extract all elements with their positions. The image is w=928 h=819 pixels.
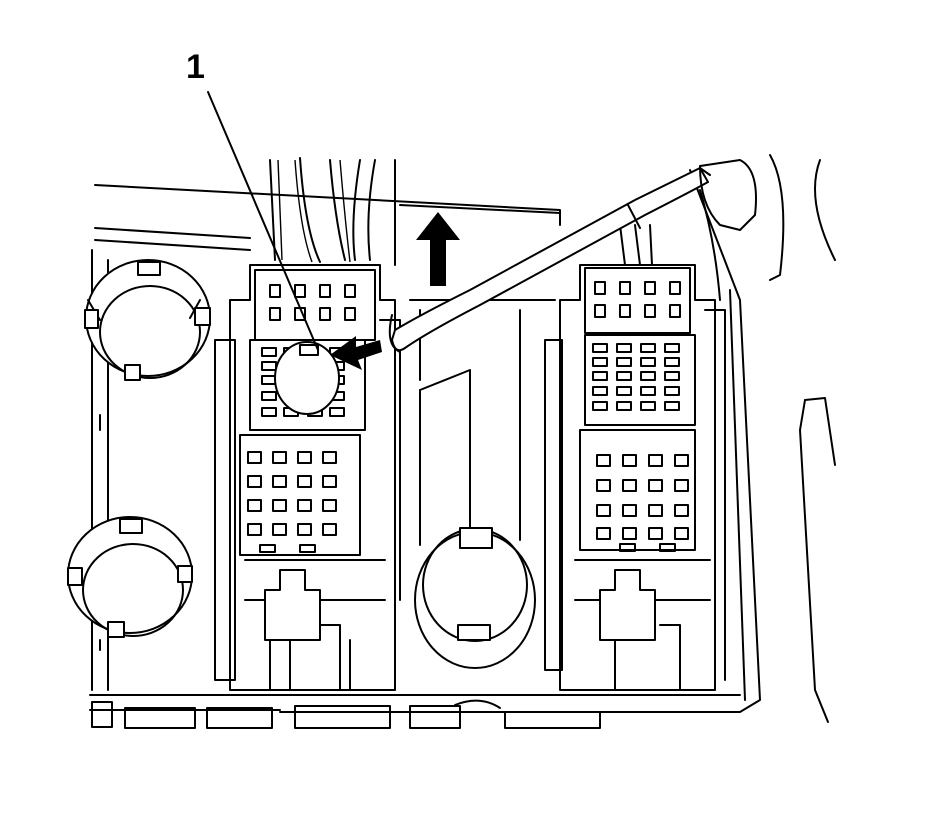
fuse-slot: [504, 711, 601, 729]
fuse-block-housing: [89, 154, 836, 729]
relay-socket-lower: [67, 516, 193, 638]
connector-left-lower-cavities: [239, 434, 361, 556]
fuse-slot: [91, 701, 113, 728]
fuse-slot: [294, 705, 391, 729]
release-tool-icon: [388, 159, 757, 353]
connector-right-lower-cavities: [579, 429, 696, 552]
callout-label-1: 1: [186, 48, 205, 86]
connector-right-top-cavities: [584, 267, 691, 334]
relay-socket-upper: [84, 259, 211, 381]
fuse-slot: [409, 705, 461, 729]
fuse-slot: [124, 707, 196, 729]
connector-left: [214, 157, 401, 691]
connector-right-upper-cavities: [584, 334, 696, 426]
connector-right: [544, 224, 726, 691]
connector-left-upper-cavities: [249, 339, 366, 431]
fuse-slot: [206, 707, 273, 729]
left-arrow-icon: [330, 336, 382, 370]
release-latch-callout-circle: [274, 341, 340, 415]
relay-socket-center: [414, 309, 536, 669]
up-arrow-icon: [416, 212, 460, 286]
callout-leader-line: [207, 91, 319, 351]
